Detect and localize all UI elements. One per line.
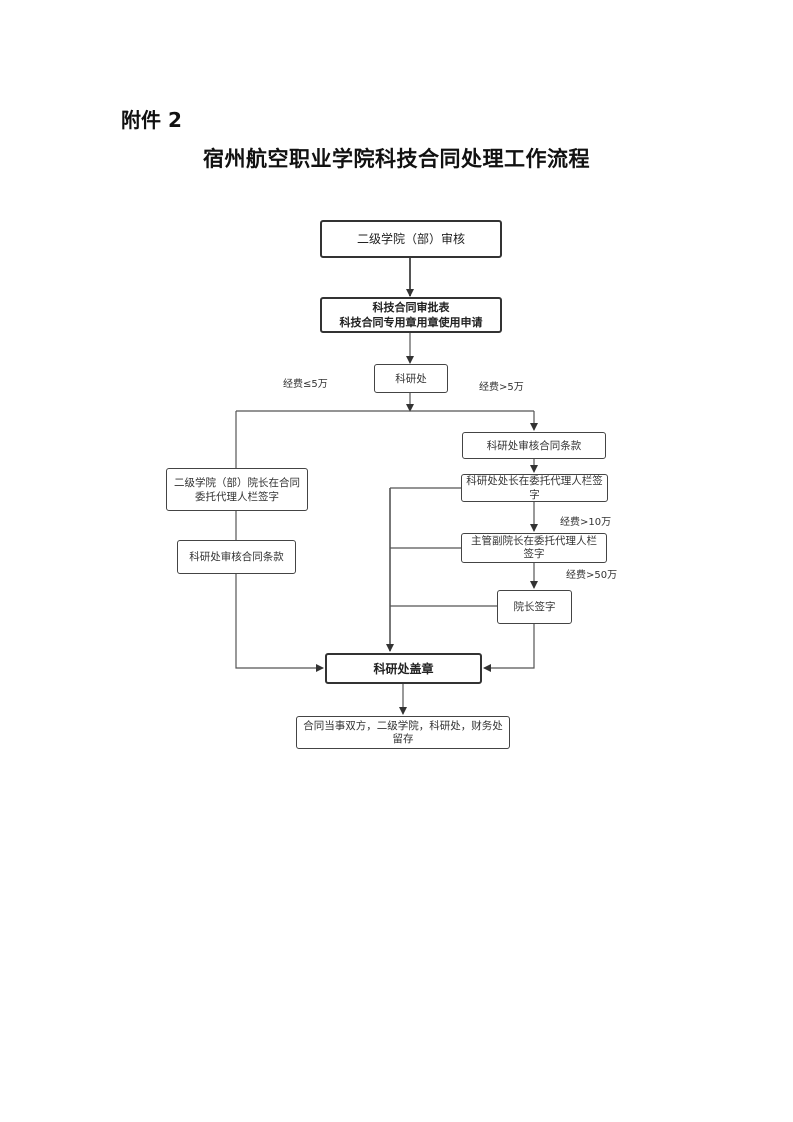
- college-review-text: 二级学院（部）审核: [356, 232, 465, 246]
- left-dean-sign-node: 二级学院（部）院长在合同 委托代理人栏签字: [166, 468, 308, 511]
- archive-line1: 合同当事双方，二级学院，科研处，财务处: [303, 719, 503, 732]
- page-title: 宿州航空职业学院科技合同处理工作流程: [203, 147, 590, 171]
- approval-form-line2: 科技合同专用章用章使用申请: [339, 316, 483, 329]
- left-dean-sign-line2: 委托代理人栏签字: [195, 490, 279, 503]
- archive-line2: 留存: [392, 732, 414, 745]
- archive-node: 合同当事双方，二级学院，科研处，财务处 留存: [296, 716, 510, 749]
- stamp-text: 科研处盖章: [373, 661, 434, 676]
- right-review-terms-node: 科研处审核合同条款: [462, 432, 606, 459]
- edge-label-gt50: 经费>50万: [566, 570, 618, 581]
- research-office-node: 科研处: [374, 364, 448, 393]
- edge-label-gt10: 经费>10万: [560, 517, 612, 528]
- vp-sign-line2: 签字: [523, 548, 545, 560]
- college-review-node: 二级学院（部）审核: [320, 220, 502, 258]
- approval-form-line1: 科技合同审批表: [372, 301, 450, 314]
- left-review-terms-node: 科研处审核合同条款: [177, 540, 296, 574]
- president-sign-node: 院长签字: [497, 590, 572, 624]
- director-sign-text: 科研处处长在委托代理人栏签字: [466, 475, 603, 501]
- edge-label-gt5: 经费>5万: [479, 382, 524, 393]
- edge-label-le5: 经费≤5万: [283, 379, 328, 390]
- stamp-node: 科研处盖章: [325, 653, 482, 684]
- research-office-text: 科研处: [395, 372, 427, 385]
- director-sign-node: 科研处处长在委托代理人栏签字: [461, 474, 608, 502]
- left-dean-sign-line1: 二级学院（部）院长在合同: [174, 476, 300, 489]
- approval-form-node: 科技合同审批表 科技合同专用章用章使用申请: [320, 297, 502, 333]
- vp-sign-line1: 主管副院长在委托代理人栏: [471, 535, 597, 547]
- left-to-stamp: [235, 574, 324, 672]
- left-review-terms-text: 科研处审核合同条款: [189, 551, 284, 563]
- president-to-stamp: [483, 624, 535, 672]
- president-sign-text: 院长签字: [513, 601, 556, 613]
- right-review-terms-text: 科研处审核合同条款: [486, 439, 582, 452]
- vp-sign-node: 主管副院长在委托代理人栏 签字: [461, 533, 607, 563]
- attachment-label: 附件 2: [121, 108, 182, 132]
